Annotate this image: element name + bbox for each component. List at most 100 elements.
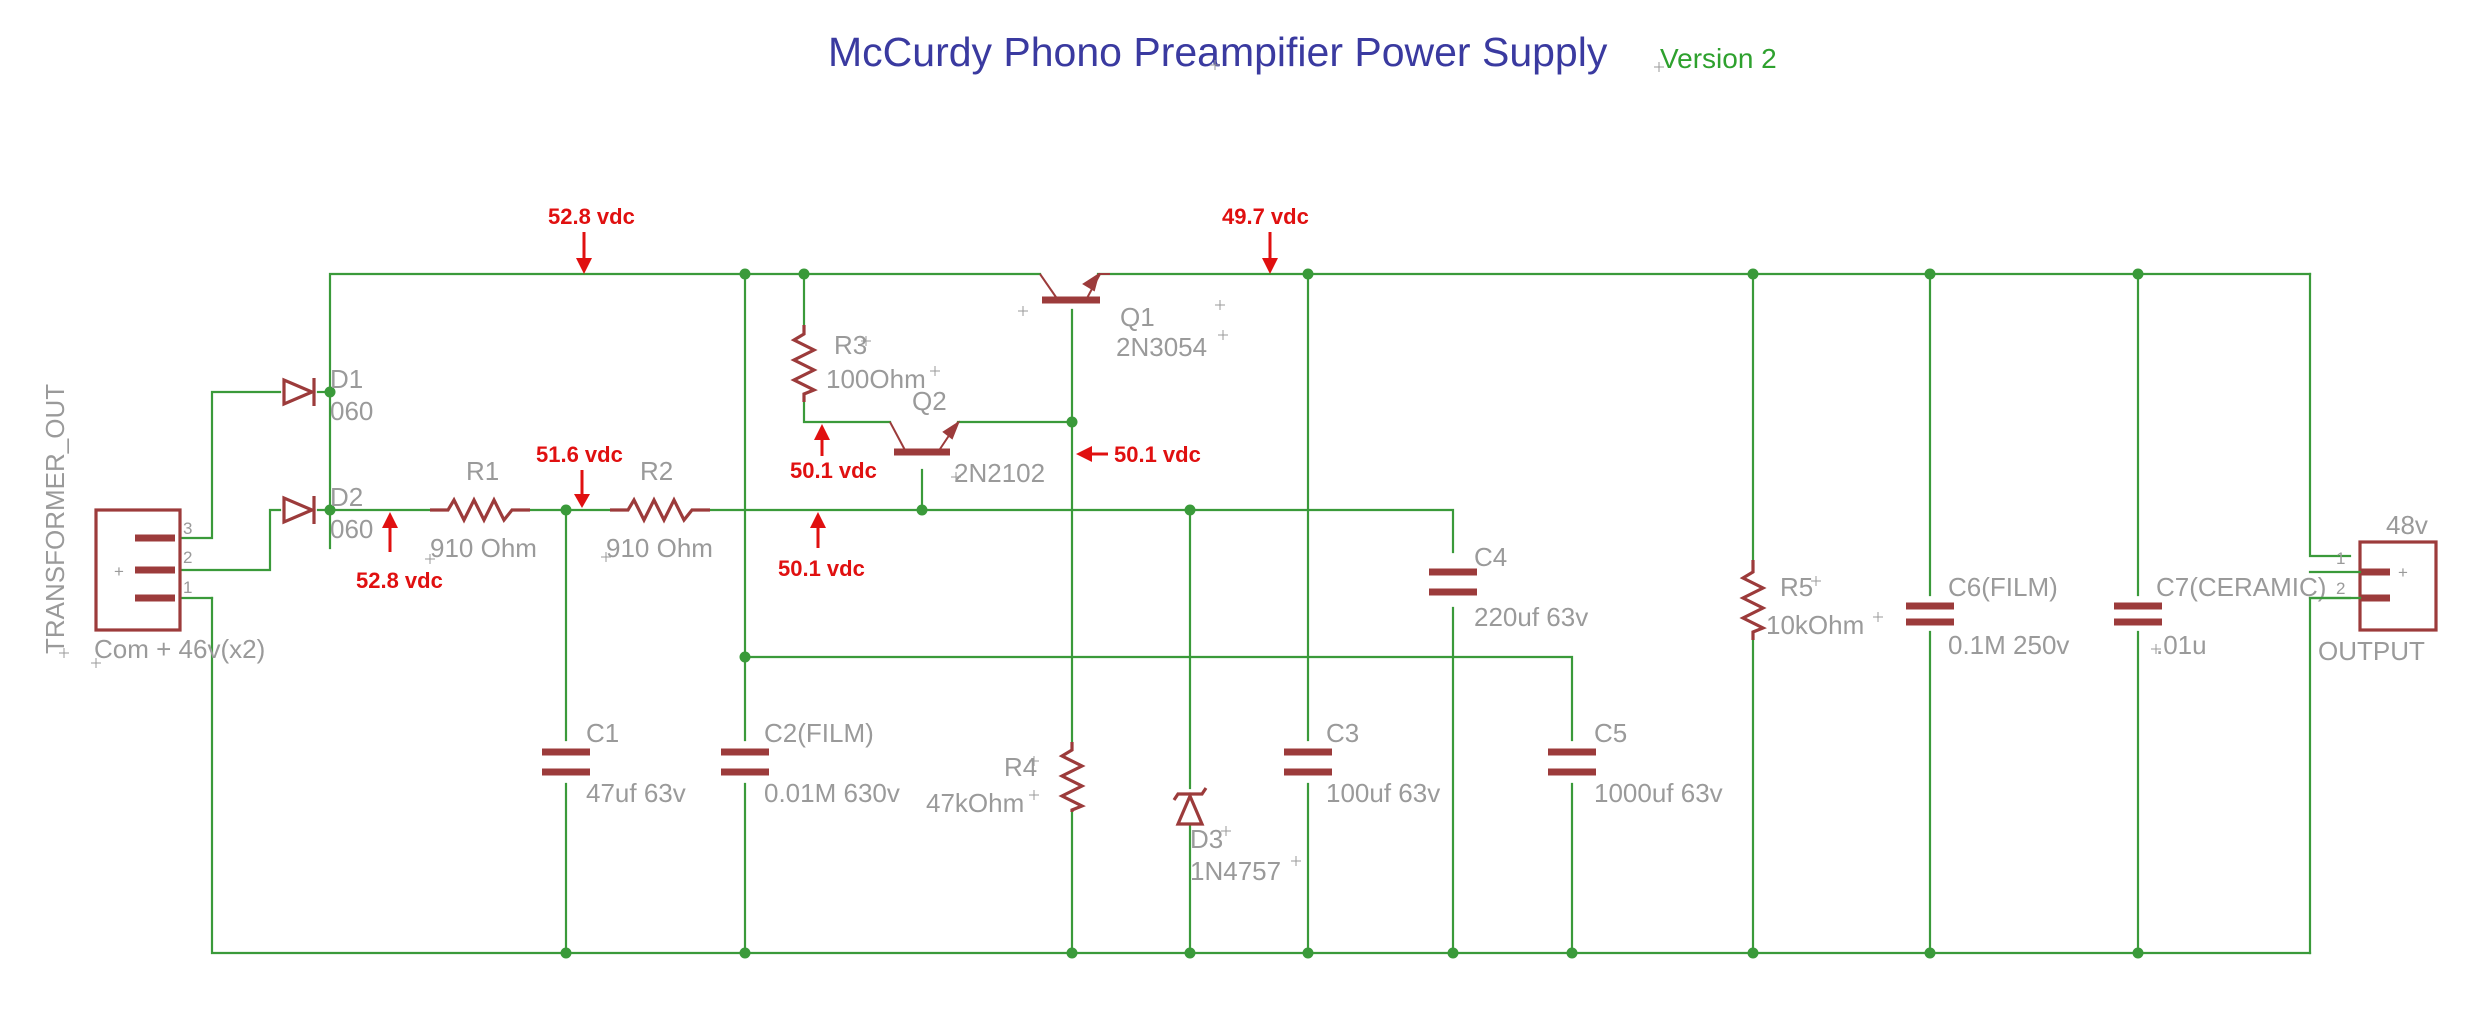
wire-pin2 <box>178 508 282 572</box>
c1-value: 47uf 63v <box>586 778 686 808</box>
wire-bottom-rail <box>210 596 2312 955</box>
connector-output[interactable]: + 1 2 <box>2336 540 2438 632</box>
diode-d2[interactable] <box>282 495 317 525</box>
capacitor-c6[interactable] <box>1906 602 1954 626</box>
schematic-title: McCurdy Phono Preampifier Power Supply <box>828 29 1608 75</box>
junction-bottom-c2 <box>739 947 751 959</box>
origin-marks <box>1210 60 1664 72</box>
c5-name: C5 <box>1594 718 1627 748</box>
d1-value: 060 <box>330 396 373 426</box>
output-connector-name: OUTPUT <box>2318 636 2425 666</box>
d1-name: D1 <box>330 364 363 394</box>
c2-name: C2(FILM) <box>764 718 874 748</box>
transistor-q2[interactable] <box>889 420 961 456</box>
arrowhead-q1-base <box>1076 446 1092 462</box>
junction-q2-base <box>916 504 928 516</box>
output-connector-body <box>2358 540 2438 632</box>
q2-collector <box>889 421 907 453</box>
voltage-annotations: 52.8 vdc 49.7 vdc 52.8 vdc 51.6 vdc 50.1… <box>356 204 1309 593</box>
junction-bottom-c4 <box>1447 947 1459 959</box>
junctions <box>324 268 2144 959</box>
capacitor-c1[interactable] <box>542 748 590 776</box>
output-pin-1-label: 1 <box>2336 549 2345 568</box>
wires <box>178 272 2352 955</box>
resistor-r4[interactable] <box>1058 742 1086 812</box>
input-pin-3-label: 3 <box>183 519 192 538</box>
d3-cathode <box>1172 787 1208 801</box>
resistor-r5[interactable] <box>1739 560 1767 640</box>
voltage-d2-node: 52.8 vdc <box>356 568 443 593</box>
capacitor-c7[interactable] <box>2114 602 2162 626</box>
r1-value: 910 Ohm <box>430 533 537 563</box>
junction-bottom-r5 <box>1747 947 1759 959</box>
wire-output-top <box>2308 272 2352 558</box>
junction-top-c2 <box>739 268 751 280</box>
c5-value: 1000uf 63v <box>1594 778 1723 808</box>
input-connector-value: Com + 46v(x2) <box>94 634 265 664</box>
output-plus-sign: + <box>2398 563 2408 582</box>
voltage-q1-base: 50.1 vdc <box>1114 442 1201 467</box>
q1-emitter-arrow <box>1082 272 1100 292</box>
r4-value: 47kOhm <box>926 788 1024 818</box>
junction-d1 <box>324 386 336 398</box>
voltage-top-left: 52.8 vdc <box>548 204 635 229</box>
wire-pin3 <box>178 390 282 540</box>
diode-d1[interactable] <box>282 377 317 407</box>
version-label: Version 2 <box>1660 43 1777 74</box>
q2-emitter-arrow <box>942 420 961 440</box>
connector-transformer-out[interactable]: + 3 2 1 <box>94 508 192 632</box>
d1-triangle <box>282 377 317 407</box>
junction-bottom-c3 <box>1302 947 1314 959</box>
d2-name: D2 <box>330 482 363 512</box>
q1-value: 2N3054 <box>1116 332 1207 362</box>
r2-name: R2 <box>640 456 673 486</box>
arrowhead-d2-node <box>382 512 398 528</box>
junction-top-c6 <box>1924 268 1936 280</box>
arrowhead-r1-r2-node <box>574 494 590 508</box>
q1-collector <box>1039 273 1059 301</box>
d3-value: 1N4757 <box>1190 856 1281 886</box>
arrowhead-top-right <box>1262 258 1278 274</box>
r1-name: R1 <box>466 456 499 486</box>
junction-top-r5 <box>1747 268 1759 280</box>
c7-name: C7(CERAMIC) <box>2156 572 2326 602</box>
junction-bottom-r4 <box>1066 947 1078 959</box>
transistor-q1[interactable] <box>1039 272 1110 304</box>
c6-name: C6(FILM) <box>1948 572 2058 602</box>
r3-value: 100Ohm <box>826 364 926 394</box>
c4-value: 220uf 63v <box>1474 602 1588 632</box>
junction-bottom-c5 <box>1566 947 1578 959</box>
resistor-r1[interactable] <box>430 496 530 524</box>
c1-name: C1 <box>586 718 619 748</box>
d2-triangle <box>282 495 317 525</box>
voltage-q2-base: 50.1 vdc <box>778 556 865 581</box>
voltage-r3-node: 50.1 vdc <box>790 458 877 483</box>
r2-value: 910 Ohm <box>606 533 713 563</box>
c2-value: 0.01M 630v <box>764 778 900 808</box>
c7-value: .01u <box>2156 630 2207 660</box>
r4-name: R4 <box>1004 752 1037 782</box>
label-origin-marks <box>59 300 2161 866</box>
junction-top-c3 <box>1302 268 1314 280</box>
capacitor-c2[interactable] <box>721 748 769 776</box>
junction-top-r3 <box>798 268 810 280</box>
capacitor-c4[interactable] <box>1429 568 1477 596</box>
arrowhead-r3-node <box>814 424 830 440</box>
zener-d3[interactable] <box>1172 787 1208 826</box>
junction-bottom-c6 <box>1924 947 1936 959</box>
r5-name: R5 <box>1780 572 1813 602</box>
output-pin-2-label: 2 <box>2336 579 2345 598</box>
junction-r1-r2 <box>560 504 572 516</box>
arrowhead-top-left <box>576 258 592 274</box>
resistor-r3[interactable] <box>790 325 818 402</box>
capacitor-c5[interactable] <box>1548 748 1596 776</box>
input-pin-2-label: 2 <box>183 548 192 567</box>
wire-c5-branch <box>743 655 1574 742</box>
c6-value: 0.1M 250v <box>1948 630 2069 660</box>
junction-top-c7 <box>2132 268 2144 280</box>
capacitor-c3[interactable] <box>1284 748 1332 776</box>
junction-d2 <box>324 504 336 516</box>
junction-c2-c5 <box>739 651 751 663</box>
resistor-r2[interactable] <box>610 496 710 524</box>
